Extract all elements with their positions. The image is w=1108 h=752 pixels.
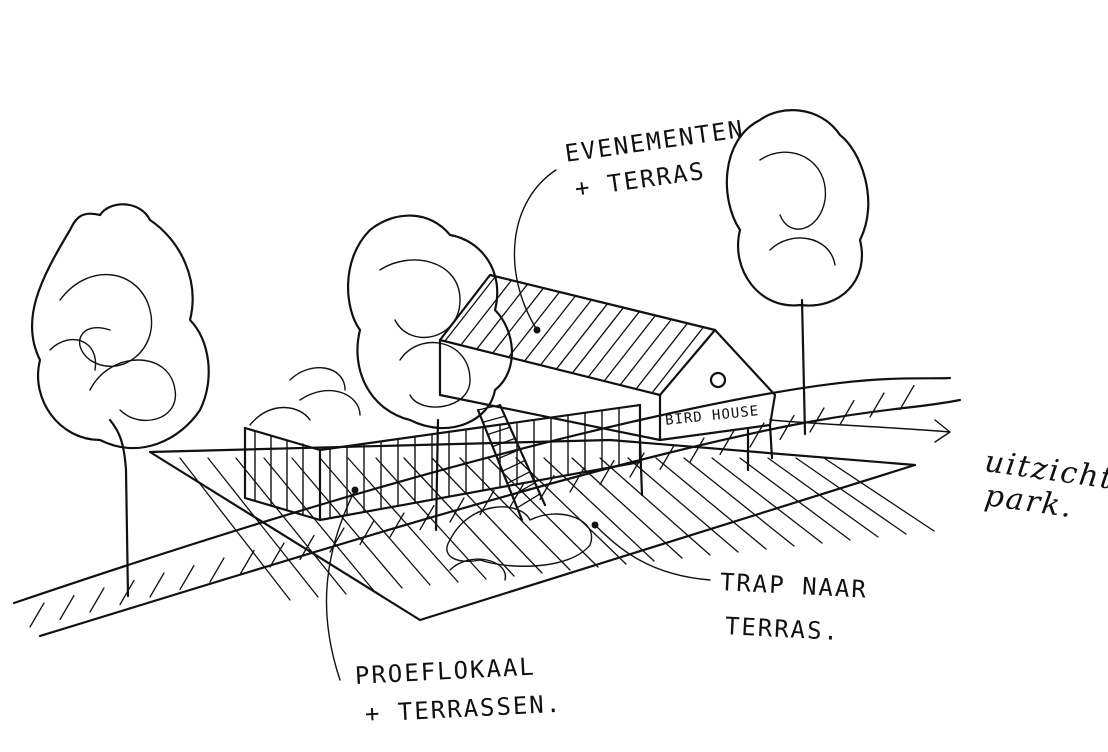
hatch-line (239, 549, 255, 576)
hatch-line (516, 493, 541, 509)
hatch-line (627, 457, 739, 553)
hatch-line (477, 404, 501, 411)
label-trap-terras: TERRAS. (724, 612, 841, 647)
hatch-line (655, 457, 767, 550)
hatch-line (689, 437, 705, 463)
hatch-line (767, 457, 879, 538)
hatch-line (460, 280, 512, 346)
hatch-line (652, 327, 704, 393)
hatch-line (683, 457, 795, 547)
hatch-line (823, 457, 935, 532)
hatch-line (209, 557, 225, 583)
hatch-line (319, 457, 431, 586)
hatch-line (839, 399, 855, 426)
hatch-line (506, 471, 531, 484)
hatch-line (501, 459, 526, 472)
hatch-line (149, 572, 165, 598)
hatch-line (459, 457, 571, 571)
hatch-line (487, 457, 599, 568)
hatch-line (329, 527, 345, 553)
hatch-line (588, 311, 640, 377)
hatch-line (375, 457, 487, 580)
stair (476, 403, 547, 522)
hatch-line (269, 542, 285, 568)
hatch-line (511, 482, 536, 497)
hatch-line (556, 303, 608, 369)
hatch-line (524, 295, 576, 362)
lower-pavilion (243, 389, 642, 522)
hatch-line (809, 407, 825, 433)
hatch-line (476, 284, 528, 350)
leader-lines (325, 169, 951, 681)
left-tree (30, 203, 210, 598)
hatch-line (543, 457, 655, 562)
hatch-line (540, 299, 592, 366)
hatch-line (299, 534, 315, 561)
hatch-line (29, 602, 45, 628)
hatch-line (59, 594, 75, 621)
hatch-line (899, 384, 915, 411)
hatch-line (291, 457, 403, 589)
hatch-line (403, 457, 515, 577)
hatch-line (179, 457, 291, 601)
hatch-line (739, 457, 851, 541)
hatch-line (599, 457, 711, 556)
hatch-line (431, 457, 543, 574)
hatch-line (444, 276, 496, 342)
hatch-line (496, 448, 521, 460)
hatch-line (572, 307, 624, 373)
hatch-line (599, 459, 615, 486)
hatch-line (711, 457, 823, 544)
hatch-line (492, 437, 516, 448)
hatch-line (509, 482, 525, 508)
hatch-line (620, 319, 672, 385)
center-tree (346, 214, 514, 532)
hatch-line (419, 504, 435, 531)
hatch-line (869, 392, 885, 418)
shrubs (289, 366, 593, 581)
hatch-line (659, 444, 675, 471)
hatch-line (179, 564, 195, 591)
hatch-line (347, 457, 459, 583)
hatch-line (89, 587, 105, 613)
hatch-line (263, 457, 375, 592)
hatch-line (449, 497, 465, 523)
right-tree (725, 109, 870, 436)
bird-house-volume (438, 273, 777, 497)
hatch-line (492, 288, 544, 354)
hatch-line (719, 429, 735, 456)
hatch-line (571, 457, 683, 559)
hatch-line (207, 457, 319, 598)
hatch-line (636, 323, 688, 389)
hatch-line (779, 414, 795, 441)
hatch-line (487, 426, 511, 436)
hatch-line (604, 315, 656, 381)
hatch-line (795, 457, 907, 535)
hatch-line (482, 415, 506, 423)
hatch-line (389, 512, 405, 538)
